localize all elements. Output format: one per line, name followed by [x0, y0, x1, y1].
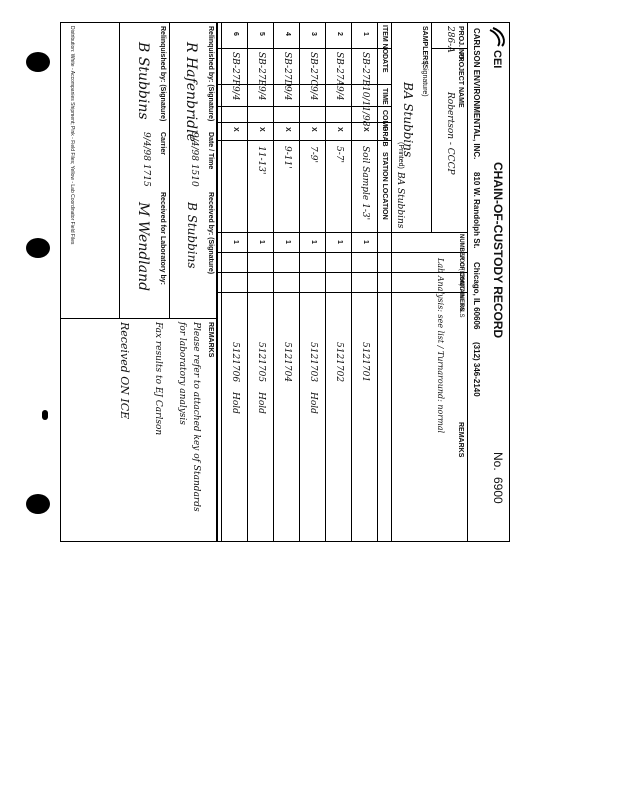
row-divider: [299, 22, 300, 542]
row-lab-id: 5121704: [282, 342, 292, 383]
row-time: 9/4: [230, 86, 240, 101]
row-station-location: 7-9': [308, 146, 318, 163]
row-sample-id: SB-27D: [282, 52, 292, 87]
row-remark: Hold: [256, 392, 266, 414]
row-time: 10/11/98: [360, 86, 370, 127]
punch-mark: [42, 410, 48, 420]
row-sample-id: SB-27A: [334, 52, 344, 86]
remarks-line-1: Please refer to attached key of Standard…: [191, 322, 201, 512]
carrier-label: Carrier: [159, 132, 166, 155]
row-lab-id: 5121703: [308, 342, 318, 383]
row-sample-id: SB-27B: [360, 52, 370, 87]
diagonal-note: Lab Analysis: see list / Turnaround: nor…: [436, 258, 445, 434]
cei-logo-icon: [489, 27, 505, 47]
form-rotated-content: CEI CARLSON ENVIRONMENTAL, INC. 810 W. R…: [60, 22, 510, 542]
row-divider: [221, 22, 222, 542]
row-divider: [273, 22, 274, 542]
row-time: 9/4: [334, 86, 344, 101]
row-item-number: 1: [362, 32, 369, 36]
project-name-value: Robertson - CCCP: [445, 92, 455, 175]
company-city: Chicago, IL 60606: [472, 262, 481, 330]
relinquished-1-date: Date / Time: [207, 132, 214, 170]
row-item-number: 3: [310, 32, 317, 36]
date-header: DATE: [381, 54, 388, 73]
received-1-label: Received by: (Signature): [207, 192, 214, 275]
punch-hole-bottom: [26, 494, 50, 514]
item-no-header: ITEM NO.: [381, 25, 388, 57]
logo-text: CEI: [491, 50, 503, 69]
relinquished-2-signature: B Stubbins: [135, 42, 151, 120]
form-number: 6900: [491, 477, 505, 504]
row-container-count: 1: [284, 240, 291, 244]
row-station-location: Soil Sample 1-3': [360, 146, 370, 221]
row-station-location: 11-13': [256, 146, 266, 175]
row-item-number: 6: [232, 32, 239, 36]
relinquished-1-label: Relinquished by: (Signature): [207, 26, 214, 122]
row-remark: Hold: [230, 392, 240, 414]
row-container-count: 1: [336, 240, 343, 244]
row-lab-id: 5121702: [334, 342, 344, 383]
company-name: CARLSON ENVIRONMENTAL, INC.: [472, 28, 481, 160]
punch-hole-top: [26, 52, 50, 72]
row-grab-mark: X: [310, 127, 317, 132]
project-name-label: PROJECT NAME: [457, 52, 464, 108]
company-address: 810 W. Randolph St.: [472, 172, 481, 249]
row-remark: Hold: [308, 392, 318, 414]
form-number-label: No.: [491, 452, 505, 471]
row-grab-mark: X: [258, 127, 265, 132]
row-sample-id: SB-27C: [308, 52, 318, 87]
row-sample-id: SB-27E: [256, 52, 266, 87]
analysis-header-3: METALS: [458, 294, 464, 318]
row-time: 9/4: [256, 86, 266, 101]
relinquished-2-label: Relinquished by: (Signature): [159, 26, 166, 122]
punch-hole-middle: [26, 238, 50, 258]
row-grab-mark: X: [232, 127, 239, 132]
remarks-line-4: Received ON ICE: [118, 322, 131, 420]
row-container-count: 1: [232, 240, 239, 244]
distribution-footer: Distribution: White - Accompanies Shipme…: [69, 26, 75, 245]
row-lab-id: 5121701: [360, 342, 370, 383]
row-sample-id: SB-27F: [230, 52, 240, 86]
row-divider: [351, 22, 352, 542]
row-grab-mark: X: [284, 127, 291, 132]
row-grab-mark: X: [362, 127, 369, 132]
row-time: 9/4: [308, 86, 318, 101]
form-title: CHAIN-OF-CUSTODY RECORD: [491, 162, 505, 339]
row-divider: [247, 22, 248, 542]
row-item-number: 4: [284, 32, 291, 36]
row-grab-mark: X: [336, 127, 343, 132]
station-header: STATION LOCATION: [381, 152, 388, 220]
row-station-location: 9-11': [282, 146, 292, 169]
received-1-signature: B Stubbins: [185, 202, 199, 269]
remarks-line-3: Fax results to EJ Carlson: [153, 322, 163, 436]
row-station-location: 5-7': [334, 146, 344, 163]
printed-value: BA Stubbins: [395, 172, 405, 229]
relinquished-2-datetime: 9/4/98 1715: [141, 132, 151, 187]
grab-header: GRAB: [381, 126, 388, 147]
time-header: TIME: [381, 88, 388, 105]
relinquished-1-datetime: 9/4/98 1510: [189, 132, 199, 187]
received-lab-label: Received for Laboratory by:: [159, 192, 166, 285]
analysis-header-2: SVOC: [458, 274, 464, 292]
row-time: 9/4: [282, 86, 292, 101]
samplers-sub: (Signature): [421, 62, 428, 97]
printed-label: (Printed): [397, 142, 404, 169]
remarks-line-2: for laboratory analysis: [177, 322, 187, 425]
row-lab-id: 5121706: [230, 342, 240, 383]
company-phone: (312) 346-2140: [472, 342, 481, 397]
row-item-number: 2: [336, 32, 343, 36]
remarks-column-header: REMARKS: [457, 422, 464, 458]
relinquished-1-signature: R Hafenbridle: [183, 42, 199, 142]
row-lab-id: 5121705: [256, 342, 266, 383]
row-item-number: 5: [258, 32, 265, 36]
row-container-count: 1: [258, 240, 265, 244]
row-container-count: 1: [362, 240, 369, 244]
remarks-block-label: REMARKS: [207, 322, 214, 358]
row-container-count: 1: [310, 240, 317, 244]
received-lab-signature: M Wendland: [135, 202, 151, 292]
row-divider: [325, 22, 326, 542]
chain-of-custody-form: CEI CARLSON ENVIRONMENTAL, INC. 810 W. R…: [60, 22, 510, 542]
